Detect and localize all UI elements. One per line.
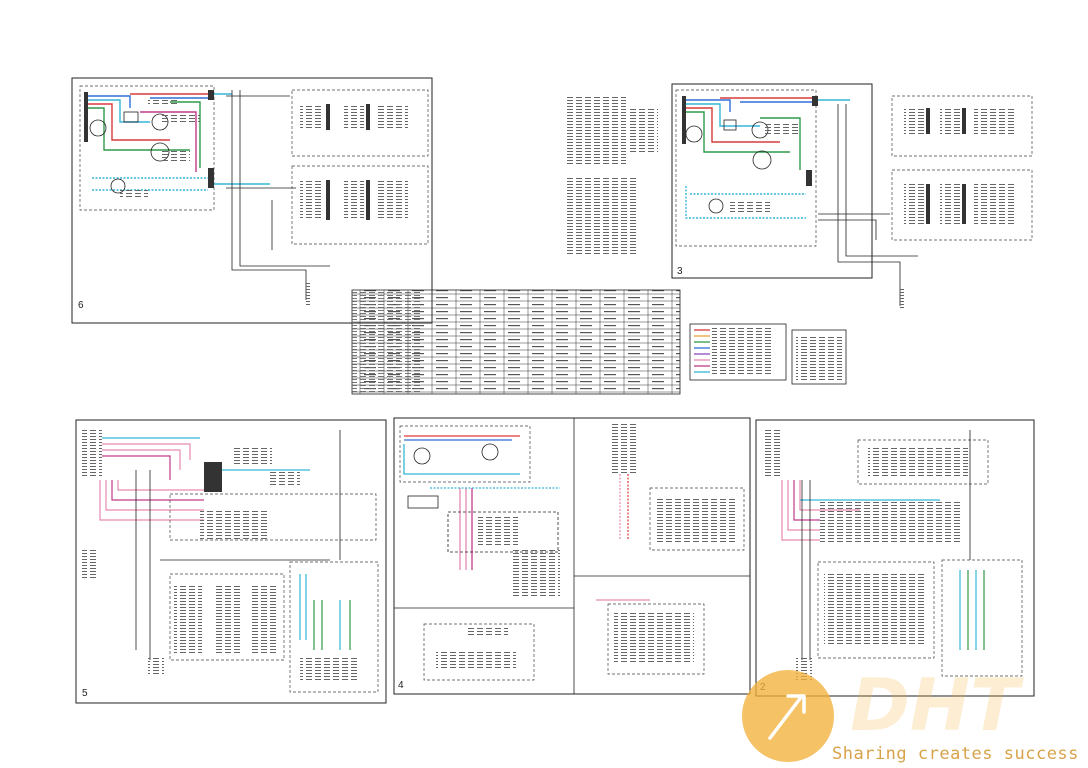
- watermark-dht-letters: DHT: [850, 664, 1024, 744]
- panel-6-number: 6: [78, 300, 84, 311]
- symbol-legend: [791, 329, 847, 385]
- panel-4-number: 4: [398, 680, 404, 691]
- notes-text-block: [566, 96, 658, 256]
- panel-4-diagram: [393, 417, 751, 695]
- panel-6-diagram: [71, 77, 433, 324]
- watermark-logo-icon: [742, 670, 834, 762]
- panel-2-diagram: [755, 419, 1035, 697]
- watermark-tagline: Sharing creates success: [832, 744, 1079, 764]
- watermark-logo-text: DHT: [850, 664, 1024, 744]
- panel-5-diagram: [75, 419, 387, 704]
- panel-3-diagram: [671, 83, 1033, 310]
- wire-color-legend: [689, 323, 787, 381]
- panel-5-number: 5: [82, 688, 88, 699]
- panel-3-number: 3: [677, 266, 683, 277]
- connector-table: [351, 289, 681, 395]
